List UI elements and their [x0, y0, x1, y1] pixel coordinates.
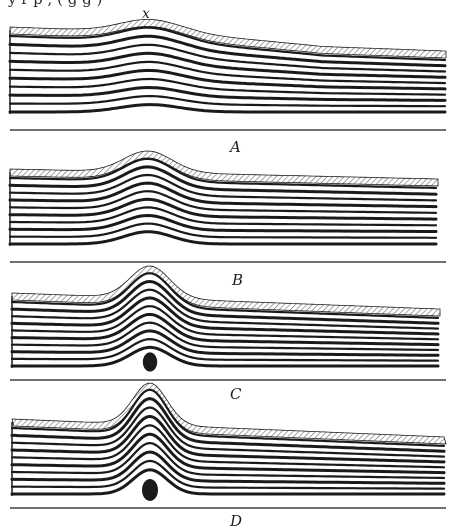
strata-block-a — [10, 19, 446, 114]
surface-soil-cap-c — [12, 266, 440, 316]
strata-block-b — [10, 151, 438, 246]
surface-soil-cap-b — [10, 151, 438, 186]
fold-diagram-b: B — [10, 151, 446, 289]
fold-diagram-c: C — [10, 266, 446, 403]
panel-label-b: B — [231, 271, 243, 289]
panel-label-c: C — [230, 385, 242, 403]
strata-block-d — [12, 383, 446, 501]
panel-label-d: D — [229, 512, 242, 529]
cropped-caption-text: y r p , ( g g ) — [7, 0, 102, 8]
fold-diagram-d: D — [10, 383, 446, 529]
surface-soil-cap-d — [12, 383, 446, 444]
fold-core-d — [142, 479, 158, 501]
fold-core-c — [143, 352, 157, 371]
panel-label-a: A — [228, 138, 241, 156]
strata-block-c — [12, 266, 440, 372]
fold-diagram-a: x A — [10, 6, 446, 156]
